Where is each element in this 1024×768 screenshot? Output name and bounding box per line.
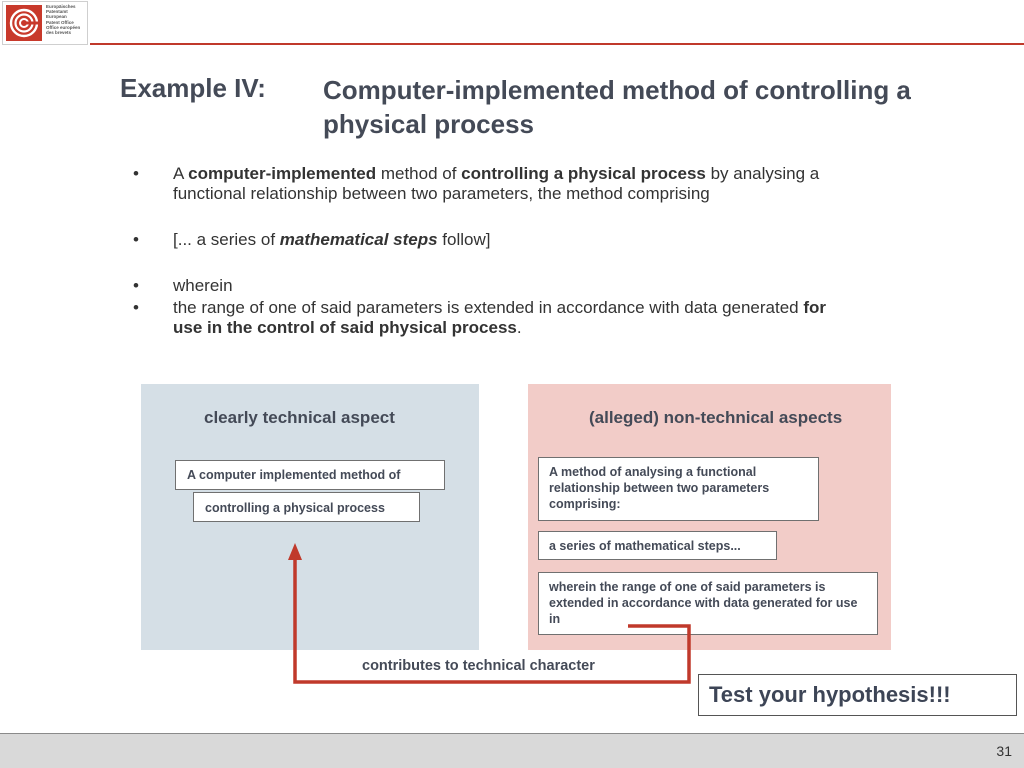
- plain-text: by analysing a functional relationship b…: [173, 164, 820, 203]
- plain-text: method of: [376, 164, 462, 183]
- plain-text: [... a series of: [173, 230, 280, 249]
- logo-line: European: [46, 14, 67, 20]
- logo-line: des brevets: [46, 30, 72, 36]
- arrow-head-icon: [288, 543, 302, 560]
- bullet-item: • [... a series of mathematical steps fo…: [133, 230, 833, 250]
- emphasis-text: controlling a physical process: [461, 164, 706, 183]
- bullet-text: wherein: [173, 276, 233, 295]
- epo-logo-text: Europäisches Patentamt European Patent O…: [46, 4, 88, 35]
- nontechnical-panel: (alleged) non-technical aspects A method…: [528, 384, 891, 650]
- emphasis-text: for use in the control of said physical …: [173, 298, 827, 337]
- plain-text: .: [516, 318, 522, 337]
- slide-title-lead: Example IV:: [120, 73, 266, 103]
- plain-text: the range of one of said parameters is e…: [173, 298, 804, 317]
- emphasis-text: mathematical steps: [279, 230, 438, 249]
- slide-footer: 31: [0, 733, 1024, 768]
- bullet-marker: •: [133, 164, 139, 183]
- bullet-marker: •: [133, 276, 139, 295]
- logo-line: Patent Office: [46, 19, 74, 25]
- header-rule: [90, 43, 1024, 45]
- plain-text: follow]: [437, 230, 491, 249]
- bullet-marker: •: [133, 230, 139, 249]
- epo-logo: Europäisches Patentamt European Patent O…: [2, 1, 88, 45]
- logo-line: Office européen: [46, 24, 81, 30]
- slide-title: Computer-implemented method of controlli…: [323, 75, 911, 139]
- technical-box-controlling: controlling a physical process: [193, 492, 420, 522]
- nontechnical-box-math-steps: a series of mathematical steps...: [538, 531, 777, 560]
- plain-text: A: [173, 164, 189, 183]
- technical-box-method: A computer implemented method of: [175, 460, 445, 490]
- hypothesis-callout: Test your hypothesis!!!: [698, 674, 1017, 716]
- logo-line: Europäisches: [46, 4, 76, 9]
- emphasis-text: computer-implemented: [188, 164, 377, 183]
- bullet-text: A computer-implemented method of control…: [173, 164, 819, 203]
- bullet-text: [... a series of mathematical steps foll…: [173, 230, 490, 249]
- nontechnical-heading: (alleged) non-technical aspects: [589, 408, 843, 427]
- plain-text: wherein: [173, 276, 233, 295]
- bullet-text: the range of one of said parameters is e…: [173, 298, 826, 337]
- epo-logo-mark: [6, 5, 42, 41]
- technical-panel: clearly technical aspect A computer impl…: [141, 384, 479, 650]
- bullet-marker: •: [133, 298, 139, 317]
- bullet-list: • A computer-implemented method of contr…: [133, 164, 833, 338]
- technical-heading: clearly technical aspect: [204, 408, 395, 427]
- bullet-item: • the range of one of said parameters is…: [133, 298, 833, 338]
- bullet-item: • wherein: [133, 276, 833, 296]
- bullet-item: • A computer-implemented method of contr…: [133, 164, 833, 204]
- logo-line: Patentamt: [46, 9, 68, 15]
- contributes-label: contributes to technical character: [362, 658, 595, 674]
- nontechnical-box-wherein: wherein the range of one of said paramet…: [538, 572, 878, 635]
- page-number: 31: [996, 743, 1012, 759]
- nontechnical-box-analysing: A method of analysing a functional relat…: [538, 457, 819, 521]
